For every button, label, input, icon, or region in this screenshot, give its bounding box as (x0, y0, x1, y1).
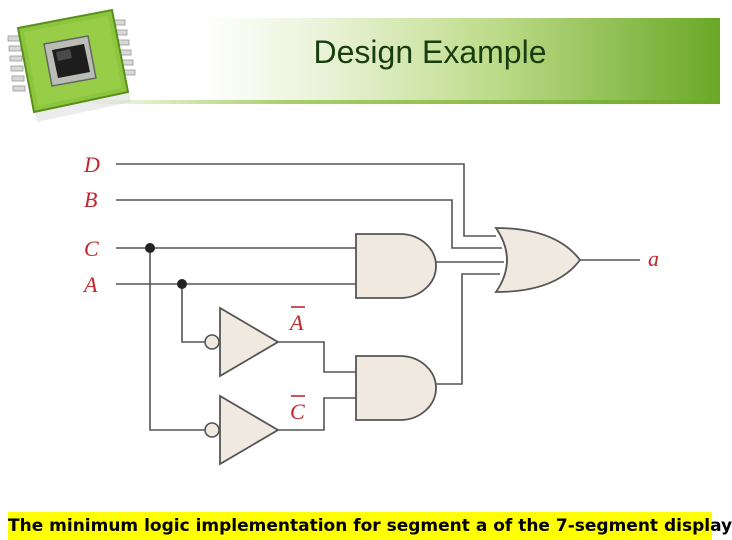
slide-caption: The minimum logic implementation for seg… (8, 516, 732, 536)
wire-b (116, 199, 502, 249)
output-label: a (648, 246, 659, 271)
slide-title: Design Example (313, 34, 547, 70)
junction-a (177, 279, 187, 289)
wire-d (116, 163, 496, 237)
not-a-label: A (288, 310, 304, 335)
input-label-d: D (83, 152, 100, 177)
wire-and2-out (436, 273, 500, 385)
wire-not-c-out (278, 397, 356, 431)
inverter-c-bubble (204, 422, 220, 438)
wire-c-branch (149, 248, 206, 431)
or-gate (494, 227, 582, 293)
input-label-b: B (84, 187, 97, 212)
logic-diagram: D B C A a A C (82, 152, 659, 466)
inverter-a (219, 306, 280, 378)
inverter-c (219, 394, 280, 466)
wire-a-branch (181, 284, 206, 343)
and-gate-2 (355, 355, 437, 421)
header-divider (0, 100, 720, 104)
inverter-a-bubble (204, 334, 220, 350)
not-c-label: C (290, 399, 305, 424)
and-gate-1 (355, 233, 437, 299)
caption-bar: The minimum logic implementation for seg… (8, 512, 732, 540)
junction-c (145, 243, 155, 253)
wire-not-a-out (278, 341, 356, 373)
microchip-icon (7, 8, 136, 122)
input-label-c: C (84, 236, 99, 261)
input-label-a: A (82, 272, 98, 297)
